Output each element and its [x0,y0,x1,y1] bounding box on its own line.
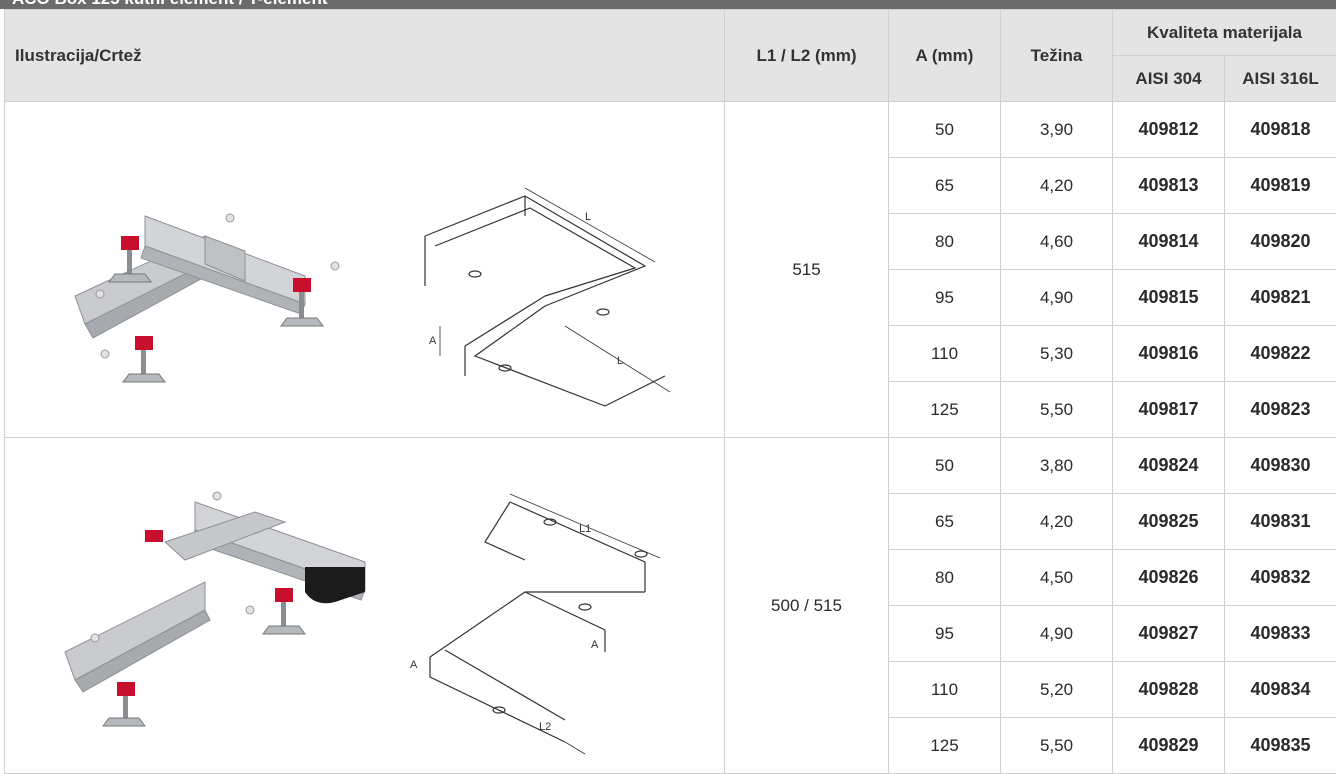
table-row: L1 L2 A A 500 / 515 50 3,80 409824 40983… [5,438,1336,494]
weight-value: 4,20 [1001,494,1113,550]
code-aisi304: 409829 [1113,718,1225,774]
code-aisi316l: 409832 [1225,550,1336,606]
header-aisi316l: AISI 316L [1225,56,1336,102]
a-value: 65 [889,158,1001,214]
header-material-quality: Kvaliteta materijala [1113,10,1336,56]
code-aisi316l: 409819 [1225,158,1336,214]
a-value: 125 [889,382,1001,438]
a-value: 50 [889,102,1001,158]
a-value: 80 [889,214,1001,270]
t-element-line-drawing [430,494,660,754]
dim-label-a: A [429,335,437,347]
code-aisi304: 409825 [1113,494,1225,550]
weight-value: 4,50 [1001,550,1113,606]
t-element-render [65,492,365,726]
header-weight: Težina [1001,10,1113,102]
table-row: L L A 515 50 3,90 409812 409818 [5,102,1336,158]
weight-value: 5,50 [1001,382,1113,438]
weight-value: 4,90 [1001,606,1113,662]
weight-value: 3,90 [1001,102,1113,158]
dim-label-a-right: A [591,639,599,651]
code-aisi316l: 409833 [1225,606,1336,662]
t-element-drawing: L1 L2 A A [5,442,723,770]
a-value: 110 [889,662,1001,718]
weight-value: 5,50 [1001,718,1113,774]
corner-element-drawing: L L A [5,106,723,434]
corner-element-line-drawing [425,188,670,406]
length-value: 500 / 515 [725,438,889,774]
a-value: 95 [889,606,1001,662]
product-table: Ilustracija/Crtež L1 / L2 (mm) A (mm) Te… [4,9,1336,774]
code-aisi304: 409813 [1113,158,1225,214]
code-aisi304: 409812 [1113,102,1225,158]
dim-label-l-top: L [585,211,591,223]
a-value: 125 [889,718,1001,774]
a-value: 50 [889,438,1001,494]
dim-label-l1: L1 [579,523,591,535]
code-aisi304: 409814 [1113,214,1225,270]
weight-value: 4,20 [1001,158,1113,214]
dim-label-l-bottom: L [617,355,623,367]
header-aisi304: AISI 304 [1113,56,1225,102]
header-length: L1 / L2 (mm) [725,10,889,102]
code-aisi316l: 409831 [1225,494,1336,550]
weight-value: 4,60 [1001,214,1113,270]
code-aisi304: 409824 [1113,438,1225,494]
code-aisi316l: 409823 [1225,382,1336,438]
code-aisi304: 409816 [1113,326,1225,382]
a-value: 95 [889,270,1001,326]
header-a: A (mm) [889,10,1001,102]
corner-element-render [75,214,339,382]
code-aisi316l: 409834 [1225,662,1336,718]
code-aisi316l: 409835 [1225,718,1336,774]
code-aisi304: 409826 [1113,550,1225,606]
code-aisi304: 409827 [1113,606,1225,662]
dim-label-a-left: A [410,659,418,671]
code-aisi316l: 409830 [1225,438,1336,494]
length-value: 515 [725,102,889,438]
code-aisi316l: 409820 [1225,214,1336,270]
code-aisi316l: 409818 [1225,102,1336,158]
weight-value: 5,20 [1001,662,1113,718]
code-aisi304: 409815 [1113,270,1225,326]
weight-value: 3,80 [1001,438,1113,494]
weight-value: 4,90 [1001,270,1113,326]
a-value: 110 [889,326,1001,382]
code-aisi304: 409817 [1113,382,1225,438]
section-title: ACO Box 125 kutni element / T-element [0,0,1336,9]
code-aisi316l: 409821 [1225,270,1336,326]
code-aisi316l: 409822 [1225,326,1336,382]
weight-value: 5,30 [1001,326,1113,382]
a-value: 80 [889,550,1001,606]
code-aisi304: 409828 [1113,662,1225,718]
illustration-t-element: L1 L2 A A [5,438,725,774]
header-illustration: Ilustracija/Crtež [5,10,725,102]
dim-label-l2: L2 [539,721,551,733]
a-value: 65 [889,494,1001,550]
illustration-corner-element: L L A [5,102,725,438]
